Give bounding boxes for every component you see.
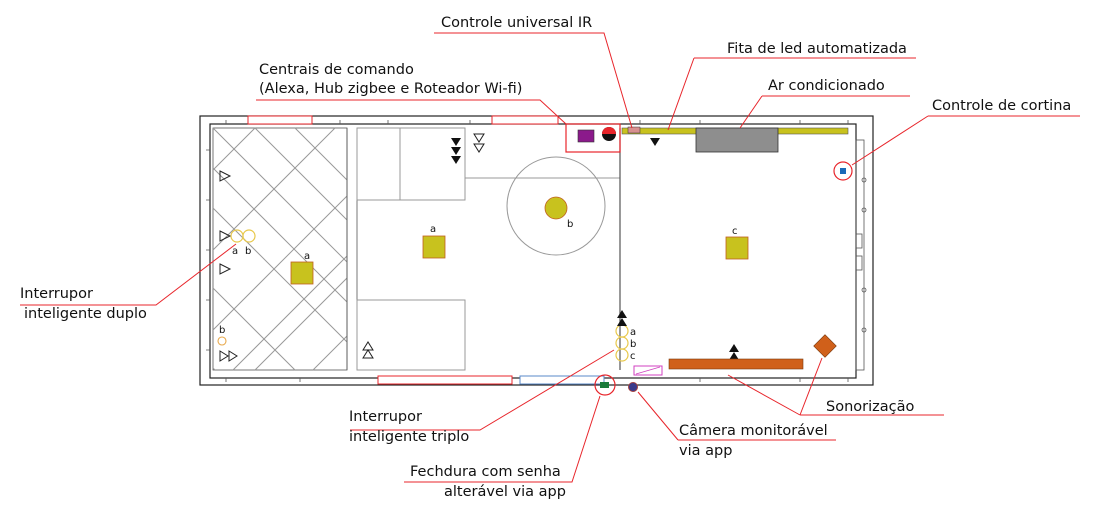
single-switch-label-b: b [219, 325, 225, 336]
speaker [813, 334, 837, 358]
command-center-box [565, 123, 621, 153]
double-switch [230, 229, 256, 243]
floor-plan: a a b c a b b a b c [199, 115, 874, 396]
callout-triple-switch-line2: inteligente triplo [349, 429, 469, 445]
outlet-symbols [219, 133, 485, 362]
triple-switch-label-b: b [630, 339, 636, 350]
light-fixtures [290, 196, 749, 285]
callout-lines [20, 32, 1080, 483]
double-switch-label-a: a [232, 246, 238, 257]
curtain-control-device [840, 168, 846, 174]
round-table [506, 156, 606, 256]
sound-bar [668, 358, 804, 370]
callouts: Controle universal IR Centrais de comand… [20, 15, 1071, 500]
fixture-label-b: b [567, 219, 573, 230]
callout-air-conditioner: Ar condicionado [768, 78, 885, 94]
callout-double-switch-line1: Interrupor [20, 286, 93, 302]
callout-triple-switch-line1: Interrupor [349, 409, 422, 425]
single-switch [217, 336, 227, 346]
double-switch-label-b: b [245, 246, 251, 257]
camera-device [628, 382, 638, 392]
right-wall-details [855, 139, 867, 371]
air-conditioner-unit [695, 127, 779, 153]
wall-ticks [206, 120, 849, 382]
fixture-label-c: c [732, 226, 738, 237]
callout-curtain-control: Controle de cortina [932, 98, 1071, 114]
curtain-control-highlight [833, 161, 853, 181]
ir-controller-device [627, 126, 641, 134]
hub-device [577, 129, 595, 143]
triple-switch-label-a: a [630, 327, 636, 338]
door-lock-device [600, 382, 609, 388]
fixture-label-a-left: a [304, 251, 310, 262]
callout-ir-controller: Controle universal IR [441, 15, 592, 31]
callout-lock-line2: alterável via app [444, 484, 566, 500]
callout-sound: Sonorização [826, 399, 914, 415]
triple-switch-label-c: c [630, 351, 636, 362]
callout-double-switch-line2: inteligente duplo [24, 306, 147, 322]
fixture-label-a-center: a [430, 224, 436, 235]
tile-diagonals [212, 127, 348, 371]
led-strip-switch-icon [650, 138, 660, 146]
callout-camera-line1: Câmera monitorável [679, 423, 828, 439]
lock-highlight [594, 374, 616, 396]
interior-walls [356, 127, 620, 371]
callout-lock-line1: Fechdura com senha [410, 464, 561, 480]
callout-command-centers-line2: (Alexa, Hub zigbee e Roteador Wi-fi) [259, 81, 522, 97]
outlet-symbols-filled [451, 138, 739, 360]
callout-command-centers-line1: Centrais de comando [259, 62, 414, 78]
callout-led-strip: Fita de led automatizada [727, 41, 907, 57]
triple-switch [615, 324, 629, 362]
window-openings [247, 115, 605, 385]
callout-camera-line2: via app [679, 443, 732, 459]
